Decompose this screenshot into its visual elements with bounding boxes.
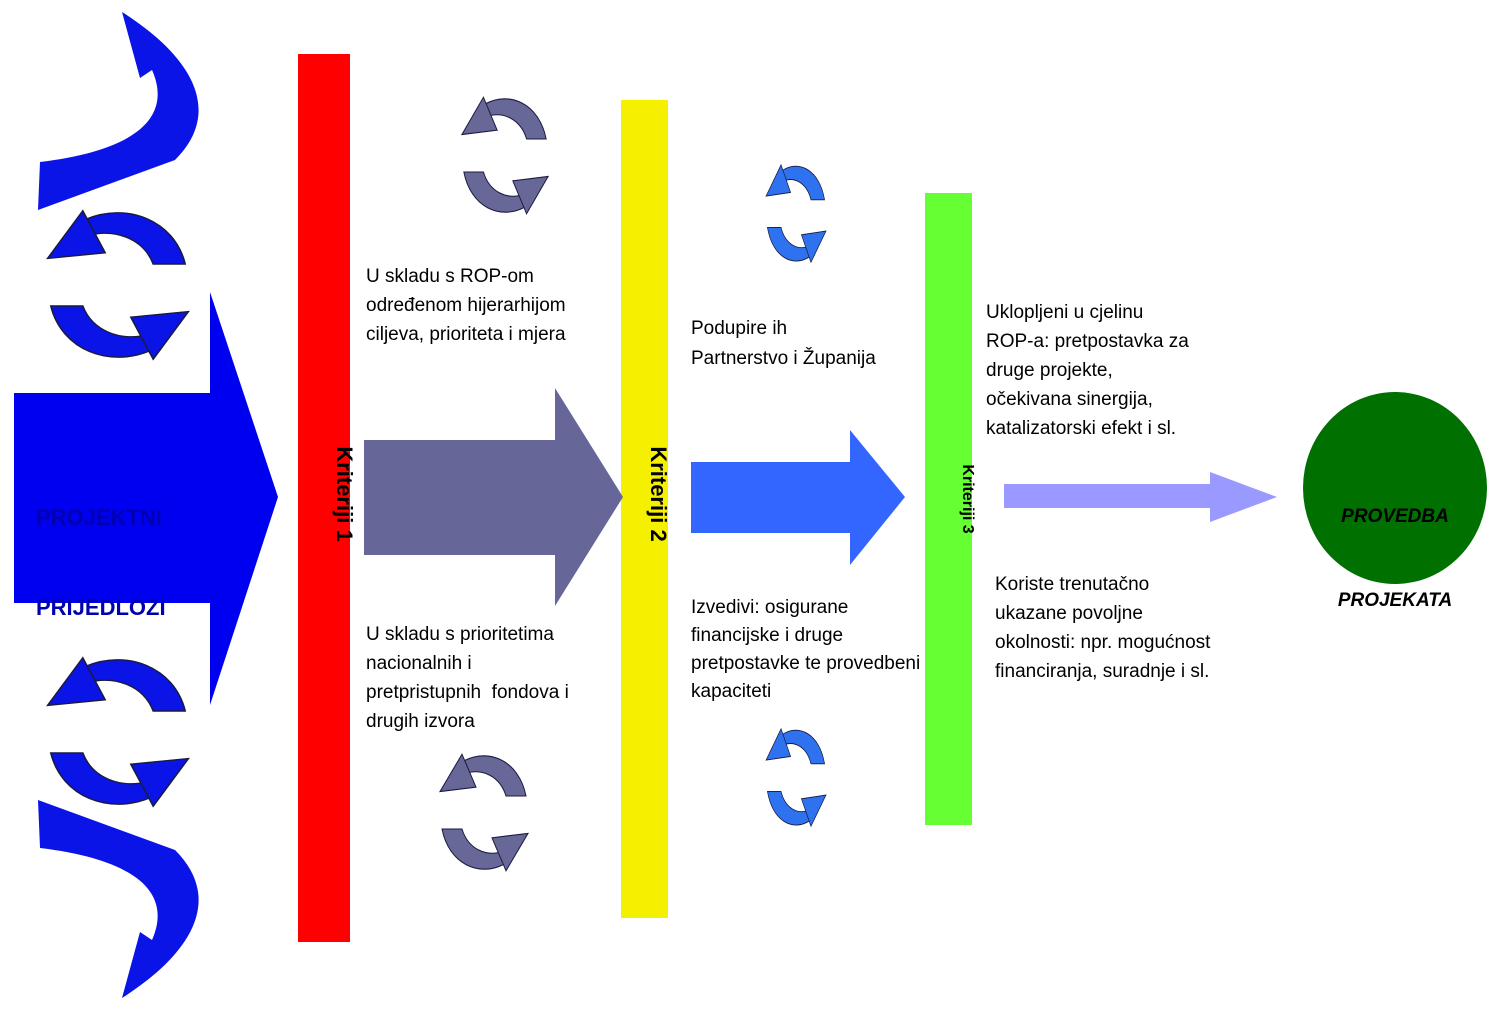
cycle-icon — [46, 210, 190, 361]
curved-arrow-bottom-icon — [38, 800, 199, 998]
cycle-icon — [439, 753, 529, 872]
arrow-k2-to-k3 — [691, 430, 905, 565]
left-curved-arrows — [38, 12, 199, 998]
k3-bottom-note: Koriste trenutačno ukazane povoljne okol… — [995, 574, 1211, 682]
outcome-line-1: PROVEDBA — [1341, 506, 1449, 527]
cycle-icon — [765, 728, 827, 827]
criteria-bar-1 — [298, 54, 350, 942]
outcome-line-2: PROJEKATA — [1337, 590, 1453, 611]
criteria-bar-2 — [621, 100, 668, 918]
criteria-1-label: Kriteriji 1 — [332, 446, 357, 542]
k1-top-note: U skladu s ROP-om određenom hijerarhijom… — [366, 266, 566, 345]
k2-top-note: Podupire ih Partnerstvo i Županija — [691, 318, 876, 369]
criteria-3-label: Kriteriji 3 — [959, 464, 976, 534]
cycle-icon — [461, 96, 549, 215]
proposals-label: PROJEKTNI PRIJEDLOZI — [36, 443, 166, 653]
cycle-icon — [46, 656, 190, 808]
k2-bottom-note: Izvedivi: osigurane financijske i druge … — [691, 597, 921, 702]
proposals-line-2: PRIJEDLOZI — [36, 595, 166, 620]
proposals-line-1: PROJEKTNI — [36, 505, 162, 530]
criteria-2-label: Kriteriji 2 — [646, 446, 671, 542]
proposals-big-arrow — [14, 292, 278, 705]
arrow-k3-to-outcome — [1004, 472, 1277, 522]
k1-bottom-note: U skladu s prioritetima nacionalnih i pr… — [366, 624, 569, 732]
arrow-k1-to-k2 — [364, 388, 623, 606]
outcome-label: PROVEDBA PROJEKATA — [1303, 447, 1487, 643]
curved-arrow-top-icon — [38, 12, 199, 210]
outcome-circle — [1303, 392, 1487, 584]
k3-top-note: Uklopljeni u cjelinu ROP-a: pretpostavka… — [986, 302, 1189, 439]
cycle-icon — [765, 164, 827, 263]
criteria-bar-3 — [925, 193, 972, 825]
